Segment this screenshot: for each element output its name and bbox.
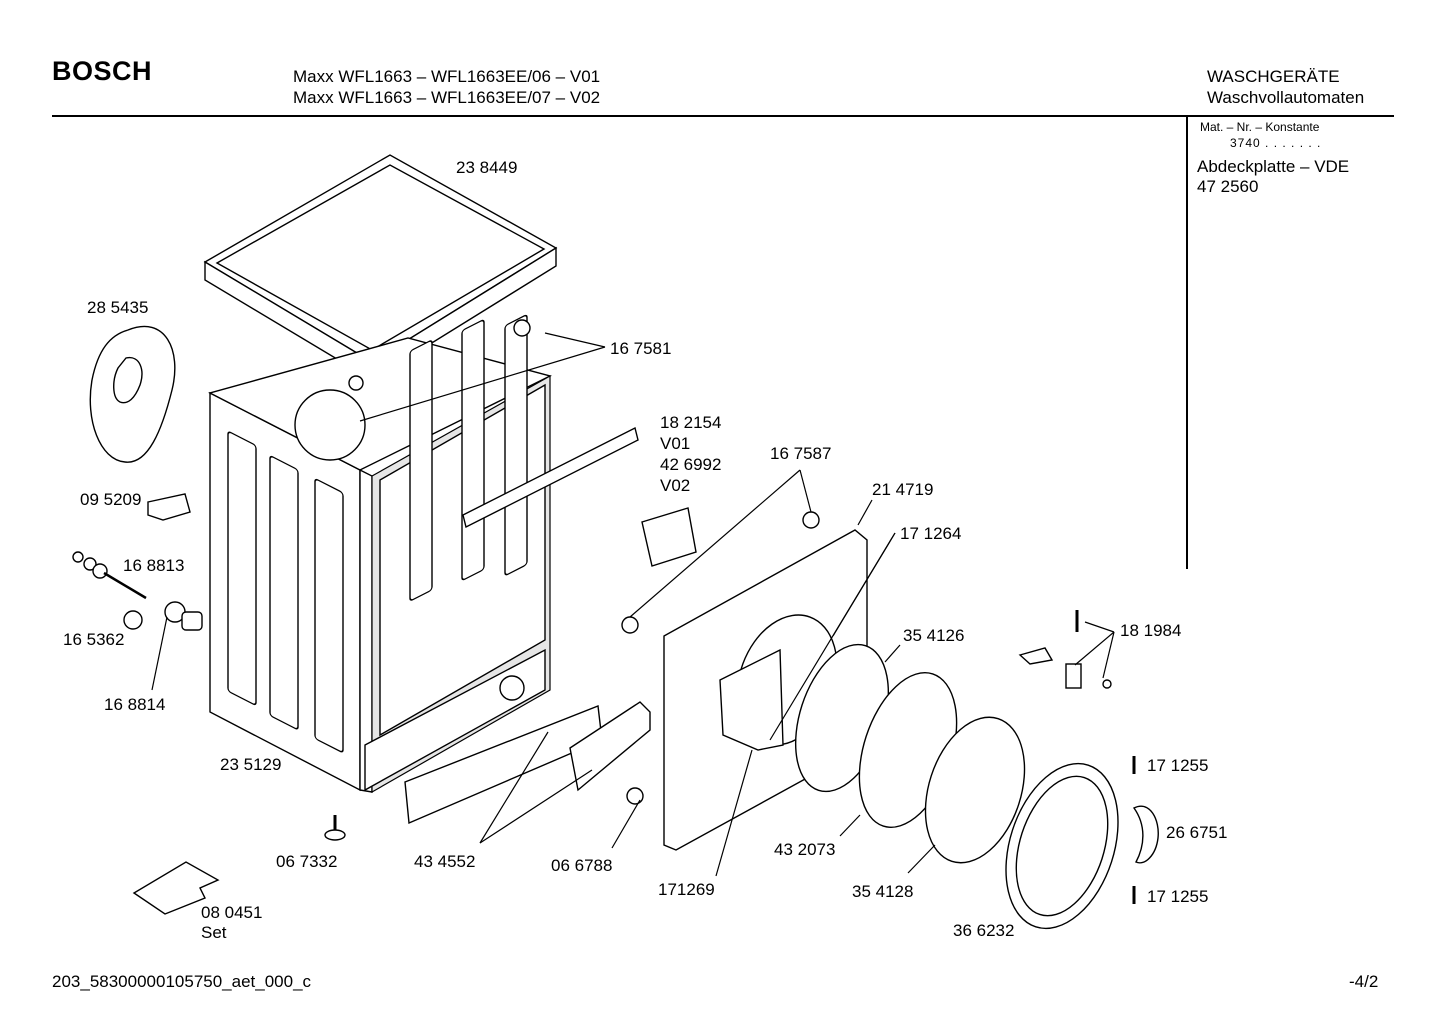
- cabinet-housing: [208, 314, 552, 794]
- footer-doc-id: 203_58300000105750_aet_000_c: [52, 972, 312, 991]
- callout-285435: 28 5435: [87, 298, 149, 317]
- service-flap: [569, 701, 651, 792]
- callout-095209: 09 5209: [80, 490, 142, 509]
- clip-top: [513, 319, 531, 337]
- subcategory-title: Waschvollautomaten: [1207, 88, 1365, 107]
- model-line-2: Maxx WFL1663 – WFL1663EE/07 – V02: [293, 88, 601, 107]
- category-title: WASCHGERÄTE: [1207, 67, 1340, 86]
- mat-number-value: 3740 . . . . . . .: [1230, 136, 1322, 150]
- leader-lines: [151, 332, 1115, 877]
- adjustable-foot: [324, 815, 346, 841]
- clip-right: [802, 511, 820, 529]
- door-ring-inner: [1015, 775, 1109, 917]
- callout-182154: 18 2154: [660, 413, 722, 432]
- callout-434552: 43 4552: [414, 852, 476, 871]
- callout-366232: 36 6232: [953, 921, 1015, 940]
- callout-266751: 26 6751: [1166, 823, 1228, 842]
- callout-set: Set: [201, 923, 227, 942]
- header-divider: [52, 115, 1394, 117]
- callout-238449: 23 8449: [456, 158, 518, 177]
- hinge-screw: [1102, 679, 1112, 689]
- callout-167581: 16 7581: [610, 339, 672, 358]
- callout-214719: 21 4719: [872, 480, 934, 499]
- door-lock: [641, 507, 697, 567]
- callout-171264: 17 1264: [900, 524, 962, 543]
- clip-part: [147, 493, 191, 521]
- callout-235129: 23 5129: [220, 755, 282, 774]
- bolt-part: [72, 551, 147, 600]
- callout-v02: V02: [660, 476, 691, 495]
- callout-168814: 16 8814: [104, 695, 166, 714]
- side-part-name: Abdeckplatte – VDE: [1197, 157, 1350, 176]
- brand-logo: BOSCH: [52, 56, 153, 86]
- callout-354128: 35 4128: [852, 882, 914, 901]
- callout-080451: 08 0451: [201, 903, 263, 922]
- callout-426992: 42 6992: [660, 455, 722, 474]
- footer-page-number: -4/2: [1349, 972, 1379, 991]
- side-panel-divider: [1186, 116, 1188, 569]
- foot-part: [164, 601, 203, 631]
- callout-171255-top: 17 1255: [1147, 756, 1209, 775]
- pump-filter-cap: [626, 787, 644, 805]
- callout-167587: 16 7587: [770, 444, 832, 463]
- foot-wrench-set: [132, 861, 220, 915]
- callout-181984: 18 1984: [1120, 621, 1182, 640]
- callout-432073: 43 2073: [774, 840, 836, 859]
- door-glass: [924, 716, 1026, 864]
- foot-cap: [123, 610, 143, 630]
- callout-165362: 16 5362: [63, 630, 125, 649]
- hinge-bracket: [1018, 647, 1054, 665]
- callout-171269: 171269: [658, 880, 715, 899]
- callout-066788: 06 6788: [551, 856, 613, 875]
- callout-171255-bottom: 17 1255: [1147, 887, 1209, 906]
- top-cover-plate: [203, 154, 558, 382]
- rear-cover: [89, 325, 176, 463]
- cross-brace: [462, 426, 639, 529]
- model-line-1: Maxx WFL1663 – WFL1663EE/06 – V01: [293, 67, 601, 86]
- clip-left: [621, 616, 639, 634]
- callout-067332: 06 7332: [276, 852, 338, 871]
- callout-v01: V01: [660, 434, 691, 453]
- callout-168813: 16 8813: [123, 556, 185, 575]
- side-part-number: 47 2560: [1197, 177, 1259, 196]
- hinge-plate: [1065, 663, 1082, 689]
- door-handle: [1132, 805, 1159, 864]
- callout-354126: 35 4126: [903, 626, 965, 645]
- mat-number-label: Mat. – Nr. – Konstante: [1200, 120, 1320, 134]
